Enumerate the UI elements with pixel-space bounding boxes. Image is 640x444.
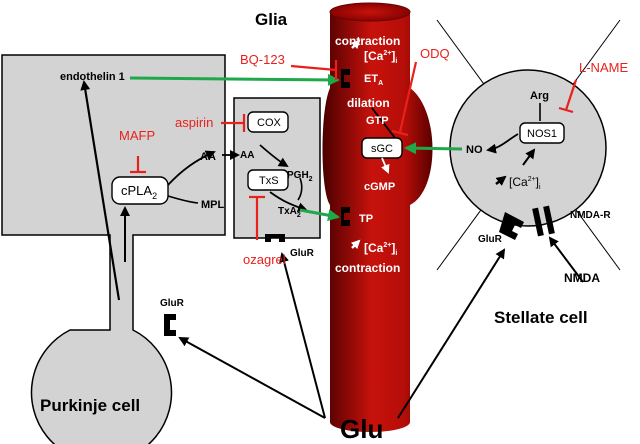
cpla2-box [111, 176, 169, 205]
cpla2-to-aa-arrow [167, 150, 216, 186]
gtp-to-sgc-line [371, 107, 396, 139]
txs-box [247, 169, 289, 191]
glu-to-stellate-arrow [397, 248, 506, 419]
odq-label: ODQ [420, 46, 450, 61]
vessel-ca-bottom-up-icon [350, 239, 361, 250]
cpla2-to-mpl-line [167, 195, 199, 204]
mpl-label: MPL [201, 199, 225, 211]
purkinje-cell-title: Purkinje cell [40, 396, 140, 415]
odq-inhibitor-line [398, 61, 418, 133]
aa-to-pgh2-arrow [259, 144, 289, 168]
sgc-label: sGC [371, 143, 393, 155]
ozagrel-label: ozagrel [243, 252, 286, 267]
eta-label: ETA [364, 73, 383, 87]
lname-label: L-NAME [579, 60, 628, 75]
nmda-to-receptor-arrow [548, 236, 584, 283]
glu-label: Glu [340, 414, 383, 444]
eta-receptor-icon [341, 69, 350, 88]
stellate-glur-label: GluR [478, 234, 503, 245]
ca-to-nos1-arrow [522, 148, 536, 166]
glia-title: Glia [255, 10, 288, 29]
dilation-label: dilation [347, 96, 390, 110]
sgc-to-cgmp-arrow [381, 157, 390, 174]
blood-vessel [322, 2, 433, 432]
nos1-to-no-arrow [486, 133, 519, 154]
nos1-box [519, 122, 565, 144]
nmda-label: NMDA [564, 271, 600, 285]
txs-label: TxS [259, 175, 279, 187]
nmda-r-label: NMDA-R [570, 210, 611, 221]
vessel-ca-top-up-icon [350, 39, 361, 50]
glia-aa-label: AA [240, 150, 254, 161]
lname-inhibitor-bar [558, 106, 574, 114]
stellate-cell-title: Stellate cell [494, 308, 588, 327]
glia-glur-label: GluR [290, 248, 315, 259]
pgh2-label: PGH2 [287, 170, 313, 183]
tp-label: TP [359, 213, 373, 225]
stellate-glur-receptor-icon [499, 212, 524, 240]
gtp-label: GTP [366, 115, 389, 127]
glia-glur-receptor-icon [265, 234, 285, 242]
purkinje-aa-label: AA [200, 151, 216, 163]
txa2-to-tp-arrow [299, 208, 340, 222]
vessel-top-cap [329, 2, 411, 22]
aspirin-label: aspirin [175, 115, 213, 130]
no-to-sgc-arrow [404, 142, 463, 155]
vessel-ca-top-label: [Ca2+]i [364, 49, 397, 65]
endothelin-1-label: endothelin 1 [60, 71, 125, 83]
cpla2-label: cPLA2 [121, 183, 157, 201]
cox-box [247, 111, 289, 133]
mafp-label: MAFP [119, 128, 155, 143]
purkinje-glur-label: GluR [160, 298, 185, 309]
cgmp-label: cGMP [364, 181, 395, 193]
lname-inhibitor-line [564, 79, 578, 111]
tp-receptor-icon [341, 207, 350, 226]
odq-inhibitor-bar [391, 129, 409, 137]
stellate-ca-up-icon [495, 175, 507, 186]
purkinje-glur-receptor-icon [164, 314, 176, 336]
stellate-cell [436, 19, 621, 271]
txs-to-txa2-arrow [269, 191, 308, 212]
glu-to-glia-arrow [279, 252, 326, 419]
endothelin-to-eta-arrow [129, 73, 340, 86]
cox-label: COX [257, 117, 282, 129]
bq123-label: BQ-123 [240, 52, 285, 67]
vessel-body [322, 12, 433, 432]
no-label: NO [466, 144, 483, 156]
bq123-inhibitor-line [290, 64, 337, 72]
contraction-bottom-label: contraction [335, 261, 400, 275]
arg-label: Arg [530, 90, 549, 102]
purkinje-cell-body [1, 54, 226, 444]
nos1-label: NOS1 [527, 128, 557, 140]
nmda-receptor-channel-icon [532, 205, 555, 237]
contraction-top-label: contraction [335, 34, 400, 48]
stellate-ca-label: [Ca2+]i [509, 175, 541, 191]
purkinje-cell [1, 54, 226, 444]
glu-to-purkinje-arrow [178, 337, 326, 419]
purkinje-axon-arrow [80, 80, 121, 301]
vessel-ca-bottom-label: [Ca2+]i [364, 241, 397, 257]
pgh2-curve [297, 177, 303, 201]
txa2-label: TxA2 [278, 206, 301, 219]
